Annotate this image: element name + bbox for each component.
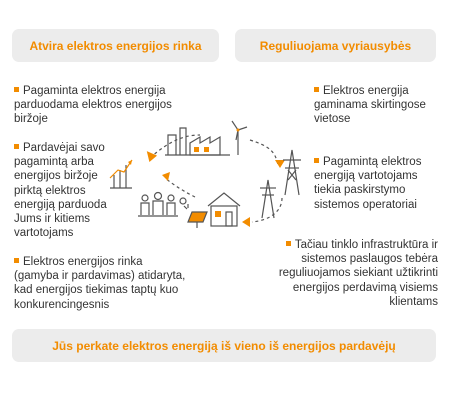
left-point-sellers: Pardavėjai savo pagamintą arba energijos… [14, 141, 124, 240]
left-point-text: Elektros energijos rinka (gamyba ir pard… [14, 256, 186, 311]
factory-icon [165, 127, 230, 156]
bullet-square-icon [14, 87, 19, 92]
cycle-arrowhead-icon [275, 160, 285, 168]
cycle-arrowhead-icon [162, 172, 170, 181]
people-icon [138, 191, 178, 217]
right-point-generation: Elektros energija gaminama skirtingose v… [314, 84, 444, 127]
right-point-infrastructure: Tačiau tinklo infrastruktūra ir sistemos… [270, 238, 438, 309]
summary-text: Jūs perkate elektros energiją iš vieno i… [52, 338, 396, 353]
right-point-text: Pagamintą elektros energiją vartotojams … [314, 156, 422, 211]
left-point-exchange: Pagaminta elektros energija parduodama e… [14, 84, 174, 127]
open-market-title: Atvira elektros energijos rinka [29, 38, 202, 53]
bullet-square-icon [314, 87, 319, 92]
summary-footer: Jūs perkate elektros energiją iš vieno i… [12, 329, 436, 362]
wind-turbine-icon [231, 120, 248, 155]
power-pylon-icon [283, 149, 301, 196]
bullet-square-icon [285, 241, 291, 246]
bullet-square-icon [314, 158, 319, 163]
cycle-arrow-icon [149, 134, 283, 223]
cycle-arrowhead-icon [146, 151, 158, 163]
regulated-title: Reguliuojama vyriausybės [259, 38, 412, 53]
stock-chart-icon [109, 159, 133, 189]
cycle-arrowhead-icon [242, 217, 250, 227]
bullet-square-icon [14, 258, 19, 263]
right-point-distribution: Pagamintą elektros energiją vartotojams … [314, 155, 444, 212]
right-point-text: Tačiau tinklo infrastruktūra ir sistemos… [278, 239, 438, 308]
solar-panel-icon [179, 197, 208, 228]
right-point-text: Elektros energija gaminama skirtingose v… [314, 85, 426, 126]
bullet-square-icon [14, 144, 19, 149]
open-market-header: Atvira elektros energijos rinka [12, 29, 219, 62]
house-icon [207, 192, 241, 227]
left-point-market-open: Elektros energijos rinka (gamyba ir pard… [14, 255, 189, 312]
left-point-text: Pardavėjai savo pagamintą arba energijos… [14, 142, 107, 240]
left-point-text: Pagaminta elektros energija parduodama e… [14, 85, 172, 126]
regulated-header: Reguliuojama vyriausybės [235, 29, 436, 62]
power-pylon-icon [260, 179, 276, 219]
